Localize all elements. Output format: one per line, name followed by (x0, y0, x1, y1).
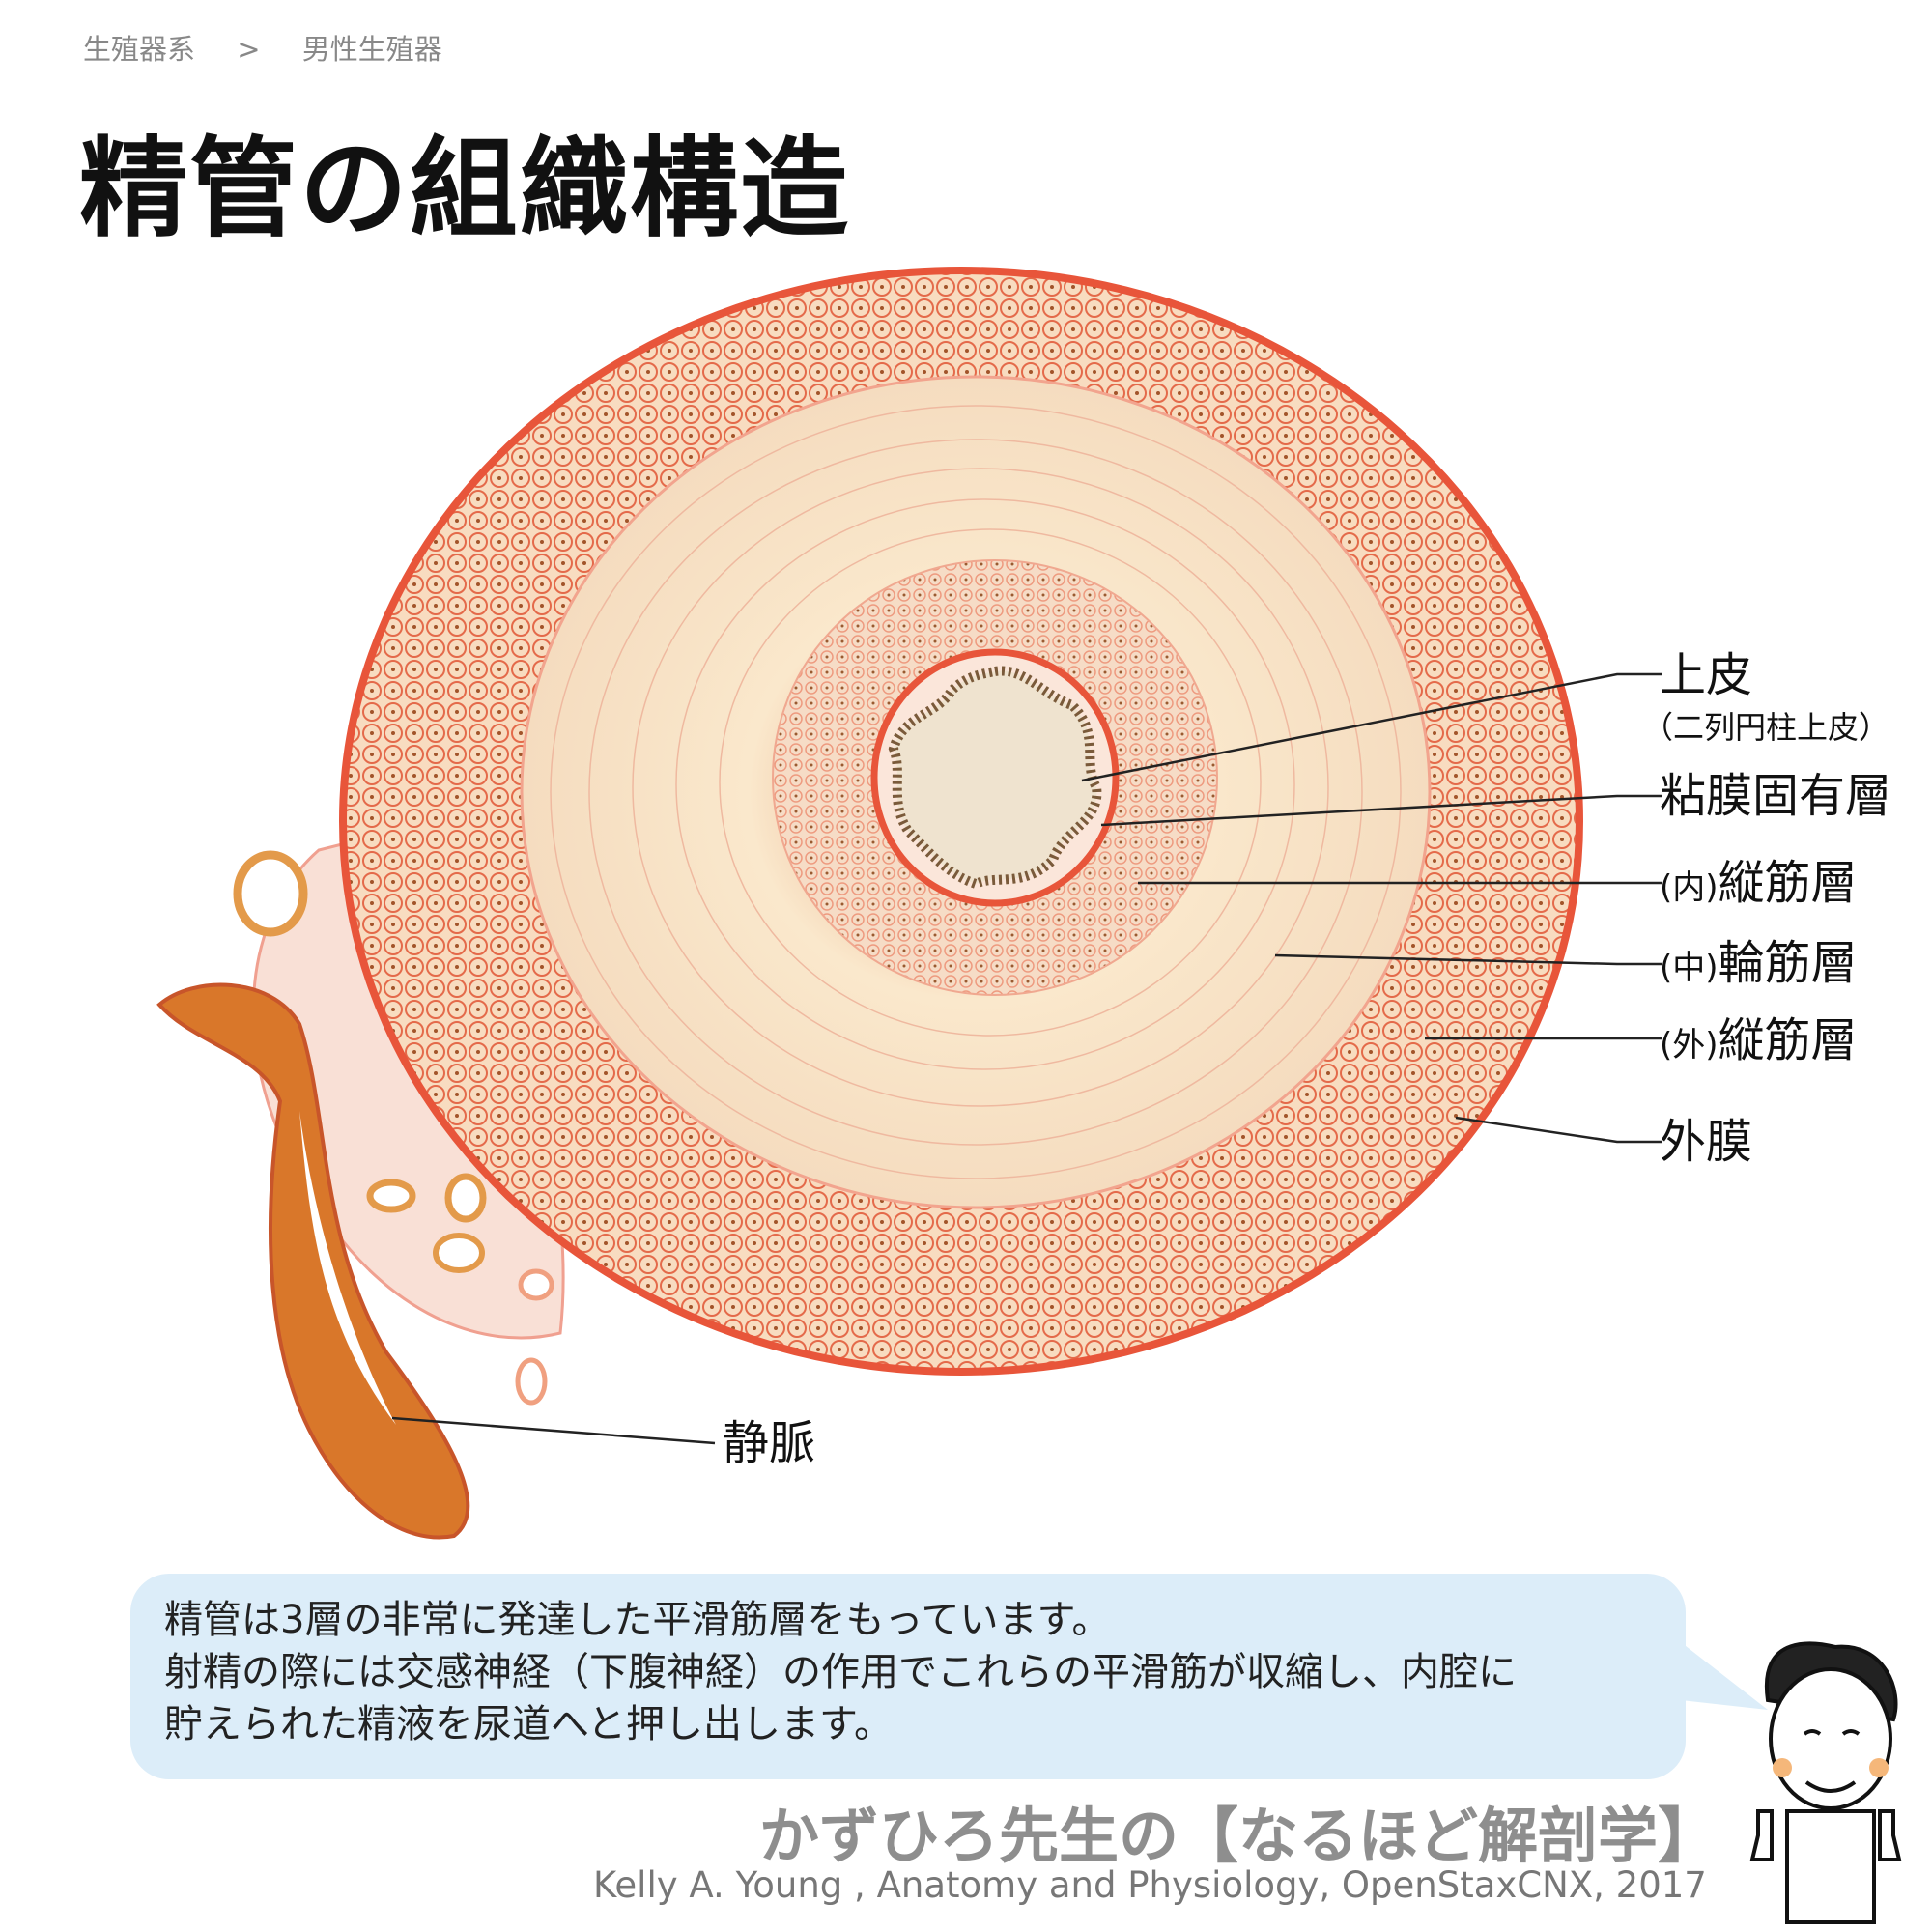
callout-line: 精管は3層の非常に発達した平滑筋層をもっています。 (164, 1598, 1111, 1642)
breadcrumb: 生殖器系 > 男性生殖器 (83, 27, 475, 68)
leader-vein (391, 1416, 716, 1445)
leader-middle-muscle (1274, 953, 1662, 966)
label-vein: 静脈 (723, 1416, 816, 1470)
epithelium-lumen (888, 666, 1102, 890)
label-epithelium: 上皮 (1660, 648, 1753, 702)
callout-text: 精管は3層の非常に発達した平滑筋層をもっています。 射精の際には交感神経（下腹神… (164, 1594, 1517, 1750)
small-vessel (233, 850, 308, 937)
brand-name: かずひろ先生の【なるほど解剖学】 (759, 1801, 1719, 1871)
name: 縦筋層 (1718, 856, 1858, 910)
leader-epithelium (1081, 672, 1662, 782)
vein (156, 982, 470, 1540)
prefix: (中) (1660, 949, 1719, 987)
leader-lamina-propria (1100, 794, 1662, 827)
label-adventitia: 外膜 (1660, 1115, 1753, 1169)
breadcrumb-item-reproductive-system[interactable]: 生殖器系 (83, 33, 196, 66)
leader-adventitia (1455, 1116, 1662, 1144)
citation: Kelly A. Young , Anatomy and Physiology,… (593, 1864, 1707, 1906)
label-middle-circular: (中)輪筋層 (1660, 940, 1858, 986)
label-epithelium-sub: （二列円柱上皮） (1642, 709, 1890, 746)
label-outer-longitudinal: (外)縦筋層 (1660, 1017, 1858, 1064)
callout-bubble (130, 1574, 1686, 1779)
label-lamina-propria: 粘膜固有層 (1660, 769, 1892, 823)
callout-line: 射精の際には交感神経（下腹神経）の作用でこれらの平滑筋が収縮し、内腔に (164, 1650, 1517, 1694)
breadcrumb-item-male-reproductive[interactable]: 男性生殖器 (301, 33, 442, 66)
page-title: 精管の組織構造 (79, 127, 850, 252)
breadcrumb-separator: > (237, 33, 261, 66)
label-inner-longitudinal: (内)縦筋層 (1660, 860, 1858, 906)
callout-line: 貯えられた精液を尿道へと押し出します。 (164, 1702, 893, 1747)
prefix: (外) (1660, 1026, 1719, 1065)
name: 輪筋層 (1718, 936, 1858, 990)
prefix: (内) (1660, 868, 1719, 907)
name: 縦筋層 (1718, 1013, 1858, 1067)
